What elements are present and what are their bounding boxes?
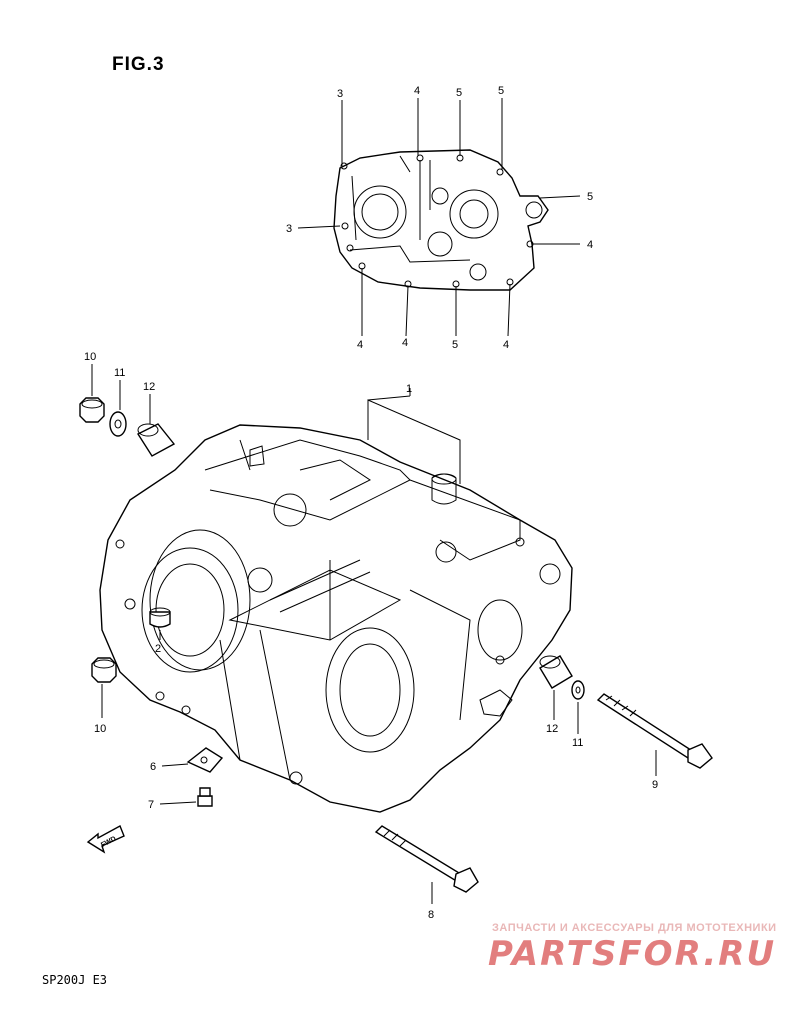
watermark-tagline: ЗАПЧАСТИ И АКСЕССУАРЫ ДЛЯ МОТОТЕХНИКИ	[492, 922, 777, 934]
crankcase-gasket-view: 3 4 5 5 5 3 4 4 4 5 4	[286, 85, 593, 351]
callout-2: 2	[155, 643, 161, 655]
callout-5-right: 5	[587, 191, 593, 203]
callout-10-top: 10	[84, 351, 96, 363]
callout-11-top: 11	[114, 367, 125, 379]
parts-lower-left: 6 7	[148, 747, 224, 811]
callout-6: 6	[150, 761, 156, 773]
callout-3-top: 3	[337, 88, 343, 100]
callout-7: 7	[148, 799, 154, 811]
watermark-brand: PARTSFOR.RU	[488, 934, 777, 974]
part-10-lower: 10	[91, 657, 117, 735]
callout-8: 8	[428, 909, 434, 921]
bolt-8: 8	[374, 825, 479, 921]
callout-5-top-b: 5	[498, 85, 504, 97]
callout-4-bottom-c: 4	[503, 339, 509, 351]
callout-1: 1	[406, 383, 412, 395]
callout-5-bottom: 5	[452, 339, 458, 351]
callout-10-bottom: 10	[94, 723, 106, 735]
callout-3-left: 3	[286, 223, 292, 235]
crankcase-assembly: 2 1	[99, 383, 573, 813]
fwd-arrow-icon: FWD	[86, 825, 125, 854]
parts-upper-left: 10 11 12	[79, 351, 176, 457]
callout-4-bottom-a: 4	[357, 339, 363, 351]
callout-5-top-a: 5	[456, 87, 462, 99]
callout-11-bottom: 11	[572, 737, 583, 749]
callout-4-bottom-b: 4	[402, 337, 408, 349]
figure-footer: SP200J E3	[42, 973, 108, 987]
callout-12-bottom: 12	[546, 723, 558, 735]
callout-12-top: 12	[143, 381, 155, 393]
callout-4-right: 4	[587, 239, 593, 251]
figure-title: FIG.3	[112, 54, 165, 75]
callout-4-top: 4	[414, 85, 420, 97]
parts-right: 12 11 9	[539, 655, 713, 791]
callout-9: 9	[652, 779, 658, 791]
